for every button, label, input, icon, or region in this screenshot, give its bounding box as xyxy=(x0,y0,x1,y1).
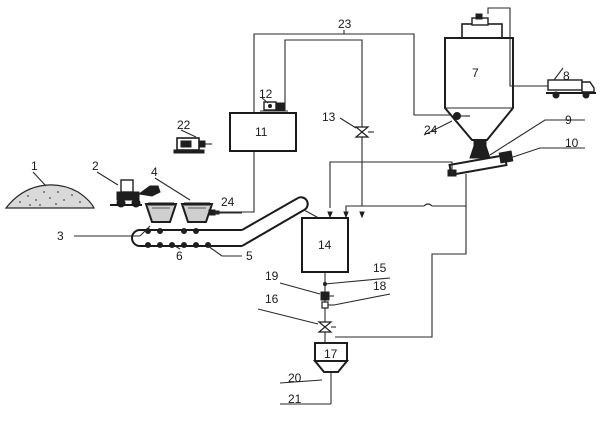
label-11: 11 xyxy=(255,125,268,139)
feed-hopper-2 xyxy=(180,202,214,223)
label-18: 18 xyxy=(373,279,387,293)
label-10: 10 xyxy=(565,136,579,150)
label-6: 6 xyxy=(176,249,183,263)
water-pump-12 xyxy=(260,96,288,112)
label-17: 17 xyxy=(324,347,338,361)
label-24-feeder: 24 xyxy=(221,195,235,209)
bulk-cement-truck-8 xyxy=(546,79,596,99)
label-24-silo: 24 xyxy=(424,123,438,137)
label-20: 20 xyxy=(288,371,302,385)
return-pipeline-23 xyxy=(214,33,455,213)
mixer-14 xyxy=(301,217,349,273)
label-1: 1 xyxy=(31,159,38,173)
wheel-loader xyxy=(110,179,161,208)
label-21: 21 xyxy=(288,392,302,406)
pump-unit-22 xyxy=(173,137,212,154)
feed-hopper-1 xyxy=(144,202,178,223)
label-22: 22 xyxy=(177,118,191,132)
water-valve-13 xyxy=(354,126,374,138)
screw-conveyor xyxy=(447,145,514,177)
label-5: 5 xyxy=(246,249,253,263)
valve-16 xyxy=(317,321,336,333)
label-9: 9 xyxy=(565,113,572,127)
label-8: 8 xyxy=(563,69,570,83)
discharge-hopper-17 xyxy=(312,342,350,373)
label-2: 2 xyxy=(92,159,99,173)
material-stockpile xyxy=(4,184,95,209)
label-4: 4 xyxy=(151,165,158,179)
label-16: 16 xyxy=(265,292,279,306)
label-7: 7 xyxy=(472,66,479,80)
cement-silo-7 xyxy=(444,13,514,147)
label-23: 23 xyxy=(338,17,352,31)
label-15: 15 xyxy=(373,261,387,275)
label-12: 12 xyxy=(259,87,273,101)
label-13: 13 xyxy=(322,110,336,124)
valve-19 xyxy=(320,291,334,301)
label-3: 3 xyxy=(57,229,64,243)
water-tank-11 xyxy=(229,112,297,152)
label-19: 19 xyxy=(265,269,279,283)
label-14: 14 xyxy=(318,238,332,252)
valve-18 xyxy=(321,301,334,309)
